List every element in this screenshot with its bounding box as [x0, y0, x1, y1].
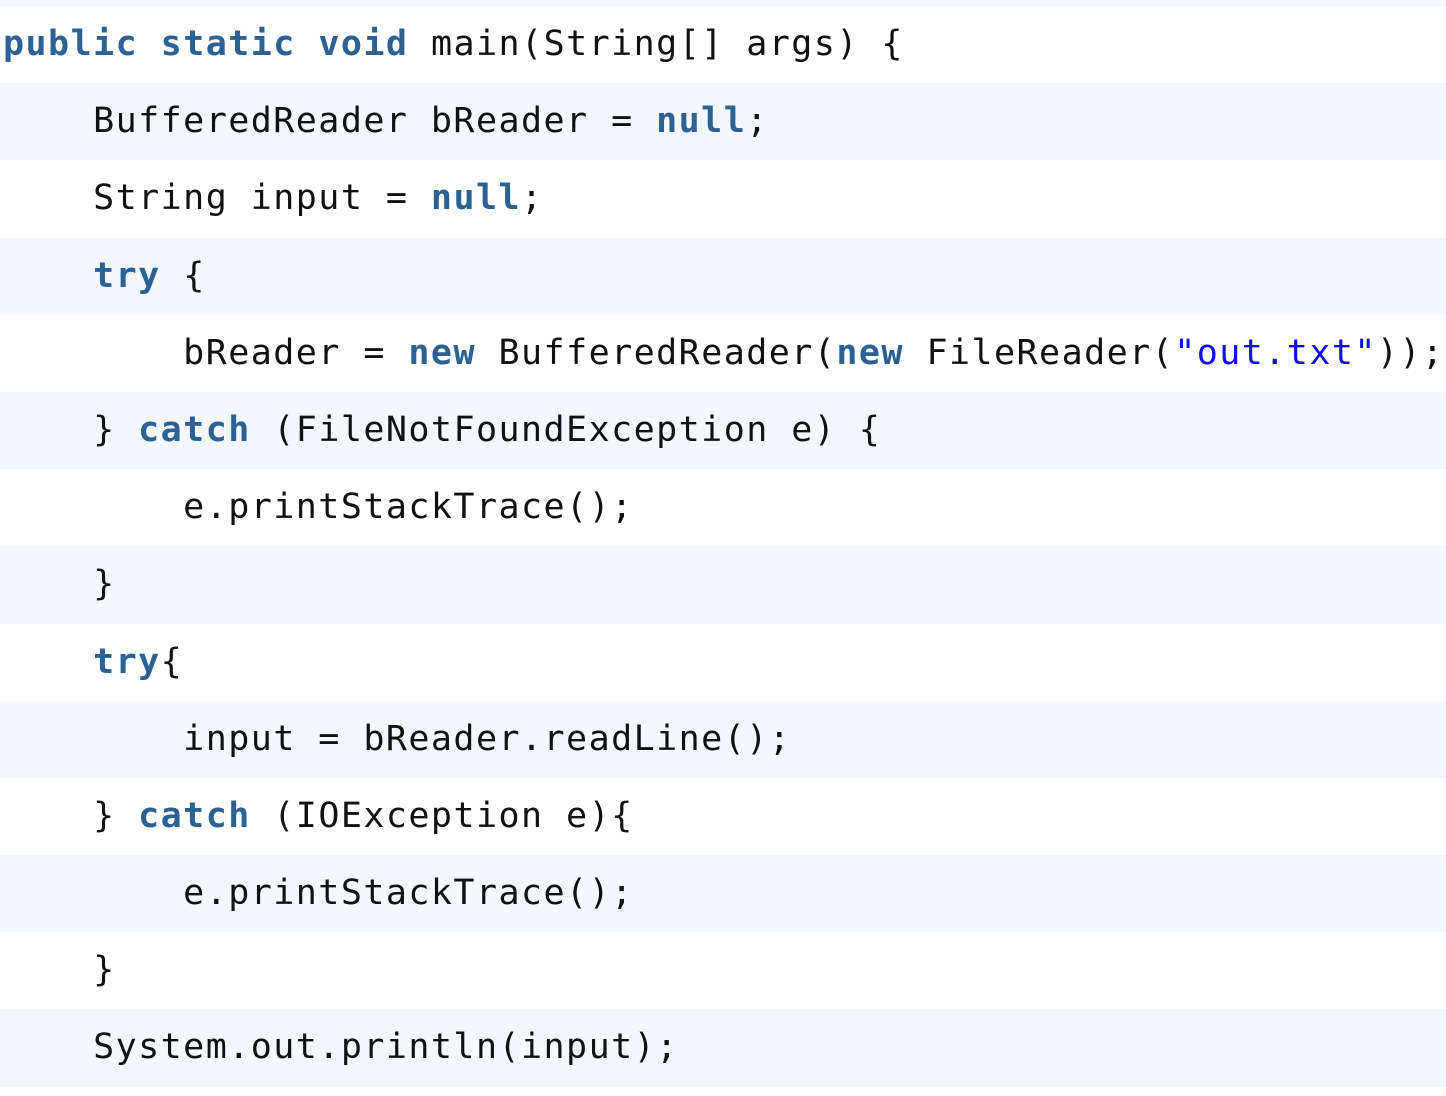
code-token-plain — [3, 256, 93, 296]
code-token-kw: new — [408, 332, 476, 373]
code-token-plain: main(String[] args) { — [408, 24, 904, 64]
code-line[interactable]: e.printStackTrace(); — [0, 469, 1446, 547]
code-token-plain: )); — [1376, 332, 1445, 373]
code-token-plain: } — [3, 564, 116, 605]
code-row-stripe-top — [0, 0, 1446, 6]
code-line[interactable]: } — [0, 546, 1446, 624]
code-line[interactable]: } catch (FileNotFoundException e) { — [0, 391, 1446, 470]
code-token-kw: catch — [138, 409, 251, 450]
code-token-str: "out.txt" — [1174, 332, 1377, 373]
code-token-kw: new — [836, 332, 904, 373]
code-token-kw: try — [93, 255, 161, 296]
code-token-kw: static — [160, 24, 296, 64]
code-token-plain: FileReader( — [903, 332, 1175, 373]
code-token-plain: String input = — [3, 178, 431, 219]
code-token-plain: BufferedReader bReader = — [3, 101, 657, 142]
code-token-plain: { — [160, 641, 184, 682]
code-token-plain: BufferedReader( — [475, 332, 837, 373]
code-token-kw: null — [656, 101, 747, 142]
code-token-plain — [3, 642, 93, 682]
code-token-plain: } — [3, 795, 139, 836]
code-line[interactable]: public static void main(String[] args) { — [0, 6, 1446, 84]
code-line[interactable]: System.out.println(input); — [0, 1009, 1446, 1087]
code-token-plain: } — [3, 409, 139, 450]
code-line[interactable]: } catch (IOException e){ — [0, 777, 1446, 856]
code-line[interactable]: try{ — [0, 623, 1446, 701]
code-line[interactable]: e.printStackTrace(); — [0, 855, 1446, 933]
code-token-kw: public — [3, 24, 139, 64]
code-line[interactable]: String input = null; — [0, 160, 1446, 238]
code-token-plain: (IOException e){ — [250, 795, 634, 836]
code-token-plain: bReader = — [3, 332, 409, 373]
code-token-kw: catch — [138, 795, 251, 836]
code-token-plain: e.printStackTrace(); — [3, 873, 634, 914]
code-token-kw: void — [318, 24, 409, 64]
code-token-plain: e.printStackTrace(); — [3, 487, 634, 528]
code-token-kw: null — [430, 178, 522, 219]
code-token-plain: input = bReader.readLine(); — [3, 718, 792, 759]
code-token-plain: } — [3, 950, 116, 991]
code-token-plain: System.out.println(input); — [3, 1027, 679, 1068]
code-line[interactable]: bReader = new BufferedReader(new FileRea… — [0, 314, 1446, 392]
code-line[interactable]: input = bReader.readLine(); — [0, 700, 1446, 778]
code-token-plain: ; — [746, 101, 769, 142]
code-token-plain: (FileNotFoundException e) { — [250, 409, 882, 450]
code-token-kw: try — [93, 641, 161, 682]
code-token-plain: ; — [521, 178, 544, 219]
code-line[interactable]: } — [0, 932, 1446, 1010]
code-token-plain — [138, 24, 161, 64]
code-token-plain — [296, 24, 319, 64]
code-line[interactable]: try { — [0, 237, 1446, 315]
code-line[interactable]: BufferedReader bReader = null; — [0, 83, 1446, 161]
code-lines-container[interactable]: public static void main(String[] args) {… — [0, 6, 1446, 1087]
code-token-plain: { — [160, 255, 206, 296]
